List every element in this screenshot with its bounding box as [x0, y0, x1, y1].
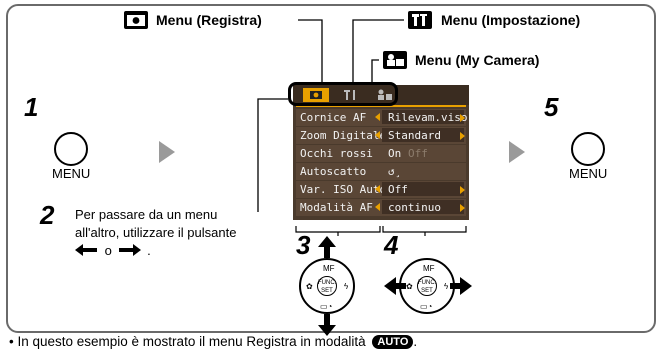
lcd-row-autoscatto[interactable]: Autoscatto ↺̧ [296, 163, 466, 180]
footnote-end: . [413, 334, 418, 349]
lcd-row-value: On [388, 147, 402, 160]
lcd-row-var-iso-auto[interactable]: Var. ISO Auto Off [296, 181, 466, 198]
drive-mode-icon: ▭◔ [420, 302, 433, 311]
step-number-5: 5 [544, 92, 559, 122]
arrow-right-small-icon [119, 244, 142, 256]
lcd-row-modalita-af[interactable]: Modalità AF continuo [296, 199, 466, 216]
arrow-right-icon [509, 141, 525, 163]
func-set-button[interactable]: FUNC. SET [317, 276, 337, 296]
left-arrow-icon [375, 185, 380, 193]
set-label: SET [321, 288, 333, 294]
lcd-tab-impostazione[interactable] [341, 88, 361, 102]
right-arrow-icon [460, 114, 465, 122]
right-arrow-icon [460, 204, 465, 212]
step-number-2: 2 [40, 200, 55, 230]
func-label: FUNC. [318, 280, 337, 286]
lcd-tab-underline [296, 105, 466, 107]
lcd-row-value: Rilevam.viso [388, 111, 468, 124]
drive-mode-icon: ▭◔ [320, 302, 333, 311]
camera-icon [124, 11, 148, 29]
tab-highlight-frame [288, 82, 398, 106]
label-menu-my-camera: Menu (My Camera) [415, 52, 540, 68]
arrow-left-icon [75, 244, 97, 256]
lcd-row-value-dim: Off [408, 147, 428, 160]
instruction-or: o [104, 243, 112, 258]
right-arrow-icon [460, 132, 465, 140]
func-set-button[interactable]: FUNC. SET [417, 276, 437, 296]
lcd-tab-bar [293, 85, 469, 105]
lcd-row-value: Standard [388, 129, 441, 142]
arrow-right-icon [159, 141, 175, 163]
dial-mf-label: MF [423, 264, 435, 273]
right-arrow-icon [460, 186, 465, 194]
footnote: • In questo esempio è mostrato il menu R… [9, 334, 417, 349]
flash-icon: ϟ [444, 282, 449, 291]
step-number-3: 3 [296, 230, 311, 260]
menu-button-right[interactable] [571, 132, 605, 166]
lcd-row-label: Modalità AF [300, 201, 373, 214]
control-dial-horizontal[interactable]: MF ✿ ϟ FUNC. SET ▭◔ [399, 258, 455, 314]
macro-icon: ✿ [306, 282, 313, 291]
lcd-row-zoom-digitale[interactable]: Zoom Digitale Standard [296, 127, 466, 144]
auto-mode-badge: AUTO [372, 335, 414, 349]
left-arrow-icon [375, 131, 380, 139]
menu-button-left-label: MENU [52, 166, 91, 181]
left-arrow-icon [375, 203, 380, 211]
up-down-arrows-icon [318, 236, 336, 336]
footnote-text: • In questo esempio è mostrato il menu R… [9, 334, 366, 349]
lcd-row-value: continuo [388, 201, 441, 214]
label-menu-impostazione: Menu (Impostazione) [441, 12, 581, 28]
lcd-row-occhi-rossi[interactable]: Occhi rossi On Off [296, 145, 466, 162]
lcd-row-label: Cornice AF [300, 111, 367, 124]
control-dial-vertical[interactable]: MF ✿ ϟ FUNC. SET ▭◔ [299, 258, 355, 314]
my-camera-icon [383, 51, 407, 69]
lcd-row-label: Occhi rossi [300, 147, 373, 160]
macro-icon: ✿ [406, 282, 413, 291]
step-number-1: 1 [24, 92, 39, 122]
menu-button-left[interactable] [54, 132, 88, 166]
flash-icon: ϟ [344, 282, 349, 291]
func-label: FUNC. [418, 280, 437, 286]
lcd-row-cornice-af[interactable]: Cornice AF Rilevam.viso [296, 109, 468, 126]
step-number-4: 4 [384, 230, 399, 260]
lcd-tab-my-camera[interactable] [375, 88, 395, 102]
lcd-row-label: Var. ISO Auto [300, 183, 387, 196]
left-right-arrows-icon [384, 277, 472, 295]
lcd-row-value: Off [388, 183, 408, 196]
lcd-menu-screen: Cornice AF Rilevam.viso Zoom Digitale St… [293, 85, 469, 220]
dial-mf-label: MF [323, 264, 335, 273]
lcd-row-label: Autoscatto [300, 165, 367, 178]
instruction-line-1: Per passare da un menu [75, 207, 218, 222]
lcd-row-label: Zoom Digitale [300, 129, 387, 142]
tools-icon [408, 11, 432, 29]
instruction-line-2: all'altro, utilizzare il pulsante [75, 225, 237, 240]
lcd-tab-registra[interactable] [303, 88, 329, 102]
instruction-line-3: o . [75, 242, 151, 260]
left-arrow-icon [375, 113, 380, 121]
label-menu-registra: Menu (Registra) [156, 12, 262, 28]
menu-button-right-label: MENU [569, 166, 608, 181]
set-label: SET [421, 288, 433, 294]
self-timer-icon: ↺̧ [388, 165, 395, 178]
